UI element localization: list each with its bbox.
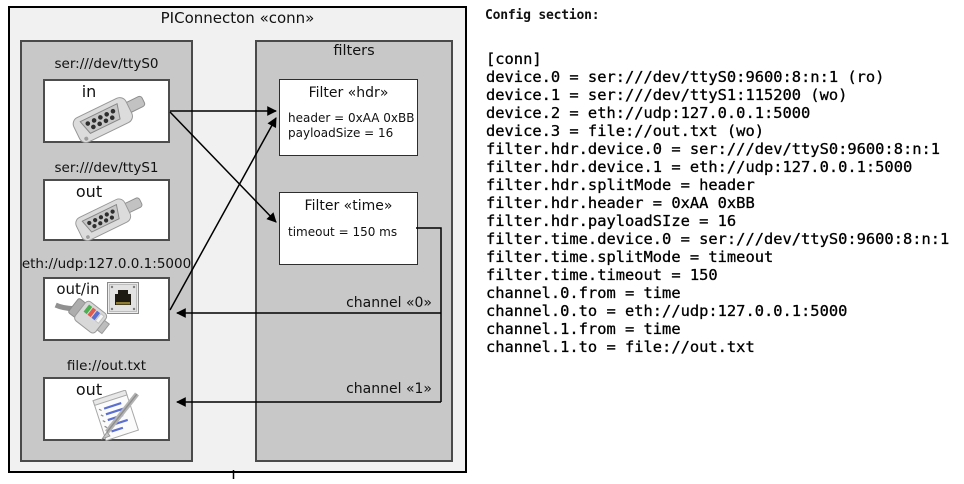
device-label-eth: eth://udp:127.0.0.1:5000 <box>21 256 192 272</box>
channel-0-label: channel «0» <box>346 295 432 311</box>
filter-time-property: timeout = 150 ms <box>288 225 398 239</box>
config-line: filter.hdr.splitMode = header <box>486 176 755 194</box>
channel-1-label: channel «1» <box>346 381 432 397</box>
notepad-pen-icon <box>92 390 140 442</box>
device-box-file: out <box>43 377 170 442</box>
device-box-ttys0: in <box>43 79 170 143</box>
filter-hdr-box: Filter «hdr» header = 0xAA 0xBB payloadS… <box>279 79 418 156</box>
config-line: channel.1.to = file://out.txt <box>486 338 755 356</box>
config-line: [conn] <box>486 50 542 68</box>
device-direction: out <box>75 182 103 201</box>
config-line: filter.hdr.payloadSIze = 16 <box>486 212 737 230</box>
config-text: [conn] device.0 = ser:///dev/ttyS0:9600:… <box>486 50 950 356</box>
serial-connector-icon <box>72 95 146 143</box>
device-direction: out/in <box>56 280 100 298</box>
filter-time-title: Filter «time» <box>304 198 393 214</box>
device-label-ttys0: ser:///dev/ttyS0 <box>54 56 159 72</box>
config-line: device.3 = file://out.txt (wo) <box>486 122 764 140</box>
config-section-heading: Config section: <box>485 8 600 23</box>
config-line: filter.time.timeout = 150 <box>486 266 718 284</box>
config-line: filter.time.device.0 = ser:///dev/ttyS0:… <box>486 230 950 248</box>
ethernet-cable-icon <box>54 298 111 335</box>
config-line: device.1 = ser:///dev/ttyS1:115200 (wo) <box>486 86 848 104</box>
connector-title: PIConnecton «conn» <box>160 9 315 27</box>
filter-time-box: Filter «time» timeout = 150 ms <box>279 192 418 265</box>
serial-connector-icon <box>75 197 143 241</box>
device-label-ttys1: ser:///dev/ttyS1 <box>54 160 159 176</box>
config-line: device.0 = ser:///dev/ttyS0:9600:8:n:1 (… <box>486 68 885 86</box>
ethernet-port-icon <box>107 282 139 314</box>
config-line: filter.hdr.device.1 = eth://udp:127.0.0.… <box>486 158 913 176</box>
config-line: channel.0.to = eth://udp:127.0.0.1:5000 <box>486 302 848 320</box>
device-label-file: file://out.txt <box>66 358 147 374</box>
config-line: channel.1.from = time <box>486 320 681 338</box>
filter-hdr-property: payloadSize = 16 <box>288 126 394 140</box>
device-box-ttys1: out <box>43 179 170 241</box>
filter-hdr-title: Filter «hdr» <box>308 85 389 101</box>
device-box-eth: out/in <box>43 277 170 341</box>
config-line: filter.time.splitMode = timeout <box>486 248 774 266</box>
device-direction: out <box>75 380 103 399</box>
config-line: filter.hdr.header = 0xAA 0xBB <box>486 194 755 212</box>
config-line: channel.0.from = time <box>486 284 681 302</box>
device-direction: in <box>81 82 97 101</box>
filter-hdr-property: header = 0xAA 0xBB <box>288 111 415 125</box>
config-line: filter.hdr.device.0 = ser:///dev/ttyS0:9… <box>486 140 941 158</box>
filters-panel-title: filters <box>333 43 375 59</box>
config-line: device.2 = eth://udp:127.0.0.1:5000 <box>486 104 811 122</box>
